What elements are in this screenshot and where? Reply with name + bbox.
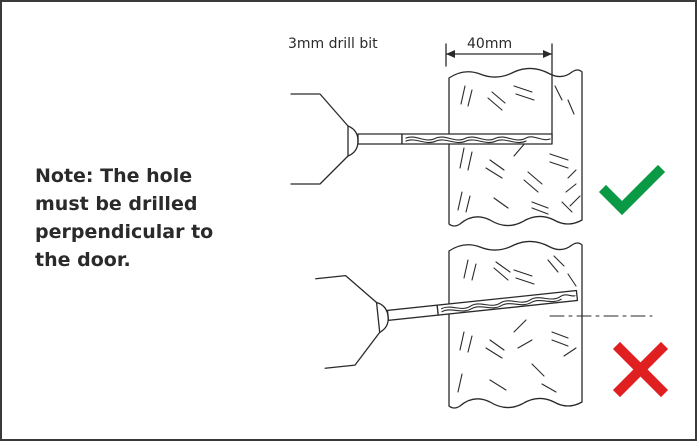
note-line-1: Note: The hole <box>35 165 193 187</box>
door-section-bottom <box>448 240 583 409</box>
correct-drilling-illustration <box>290 43 666 227</box>
note-line-4: the door. <box>35 249 131 271</box>
note-line-2: must be drilled <box>35 193 198 215</box>
drill-bottom <box>315 274 579 369</box>
cross-mark-icon <box>612 341 669 398</box>
drill-top <box>290 93 553 185</box>
door-section-top <box>448 67 583 227</box>
incorrect-drilling-illustration <box>315 240 669 409</box>
note-text: Note: The hole must be drilled perpendic… <box>35 162 255 274</box>
note-line-3: perpendicular to <box>35 221 214 243</box>
depth-dimension <box>445 43 553 141</box>
check-mark-icon <box>598 164 666 216</box>
drill-bit-label: 3mm drill bit <box>288 36 378 52</box>
depth-label: 40mm <box>467 36 513 52</box>
